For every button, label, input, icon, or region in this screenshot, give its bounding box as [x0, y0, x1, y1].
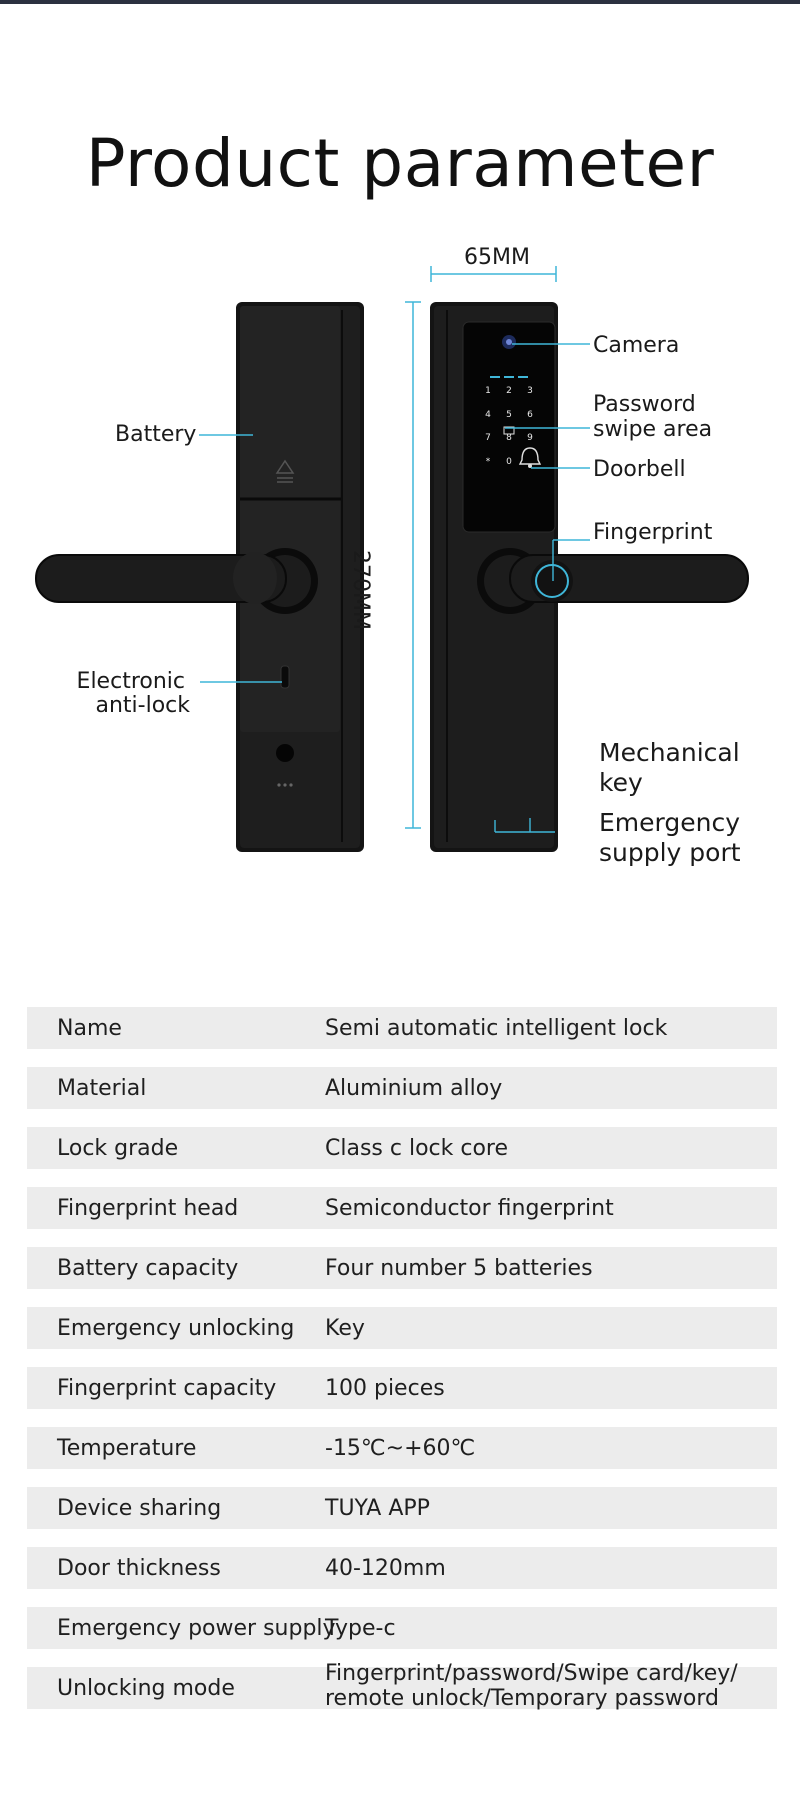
- param-name: Fingerprint head: [57, 1196, 239, 1221]
- mechanical-key-label-line1: Mechanical: [599, 738, 740, 767]
- param-value: Four number 5 batteries: [325, 1256, 593, 1281]
- page-title: Product parameter: [85, 125, 715, 202]
- param-name: Material: [57, 1076, 147, 1101]
- param-value: Type-c: [325, 1616, 396, 1641]
- camera-label: Camera: [593, 333, 680, 358]
- param-row: Battery capacity Four number 5 batteries: [27, 1247, 777, 1289]
- param-value: 40-120mm: [325, 1556, 446, 1581]
- product-diagram: 1 2 3 4 5 6 7 8 9 * 0: [0, 230, 800, 874]
- emergency-port-label-line1: Emergency: [599, 808, 741, 837]
- param-value-line2: remote unlock/Temporary password: [325, 1686, 719, 1711]
- emergency-port-label-line2: supply port: [599, 838, 741, 867]
- keypad-key-5: 5: [506, 410, 512, 420]
- front-unit: 1 2 3 4 5 6 7 8 9 * 0: [430, 302, 749, 852]
- doorbell-label: Doorbell: [593, 457, 686, 482]
- param-row: Door thickness 40-120mm: [27, 1547, 777, 1589]
- keypad-key-star: *: [486, 457, 491, 467]
- param-row: Fingerprint head Semiconductor fingerprin…: [27, 1187, 777, 1229]
- password-label-line1: Password: [593, 392, 696, 417]
- keypad-key-2: 2: [506, 386, 512, 396]
- param-name: Emergency power supply: [57, 1616, 336, 1641]
- param-value: TUYA APP: [325, 1496, 430, 1521]
- keypad-key-3: 3: [527, 386, 533, 396]
- param-name: Emergency unlocking: [57, 1316, 295, 1341]
- width-dimension-label: 65MM: [464, 245, 530, 270]
- param-row: Material Aluminium alloy: [27, 1067, 777, 1109]
- param-name: Name: [57, 1016, 122, 1041]
- height-dimension-label: 270MM: [348, 550, 373, 630]
- param-row: Fingerprint capacity 100 pieces: [27, 1367, 777, 1409]
- param-name: Battery capacity: [57, 1256, 239, 1281]
- param-row: Device sharing TUYA APP: [27, 1487, 777, 1529]
- back-unit: [35, 302, 364, 852]
- top-border: [0, 0, 800, 4]
- param-row: Unlocking mode Fingerprint/password/Swipe…: [27, 1661, 777, 1711]
- param-row: Emergency unlocking Key: [27, 1307, 777, 1349]
- param-value: Key: [325, 1316, 365, 1341]
- param-row: Name Semi automatic intelligent lock: [27, 1007, 777, 1049]
- keypad-key-0: 0: [506, 457, 512, 467]
- mechanical-key-label-line2: key: [599, 768, 643, 797]
- dimension-lines: [405, 266, 557, 829]
- electronic-anti-lock-label-line1: Electronic: [76, 669, 185, 694]
- param-name: Temperature: [57, 1436, 197, 1461]
- param-value: Semi automatic intelligent lock: [325, 1016, 668, 1041]
- param-name: Fingerprint capacity: [57, 1376, 277, 1401]
- keypad-key-6: 6: [527, 410, 533, 420]
- param-name: Lock grade: [57, 1136, 179, 1161]
- param-value: Fingerprint/password/Swipe card/key/: [325, 1661, 738, 1686]
- lock-illustration: 1 2 3 4 5 6 7 8 9 * 0: [35, 266, 749, 852]
- param-name: Device sharing: [57, 1496, 222, 1521]
- electronic-anti-lock-label-line2: anti-lock: [95, 693, 190, 718]
- keypad-key-9: 9: [527, 433, 533, 443]
- keypad-key-7: 7: [485, 433, 491, 443]
- param-name: Unlocking mode: [57, 1676, 235, 1701]
- keypad-key-4: 4: [485, 410, 491, 420]
- param-value: Aluminium alloy: [325, 1076, 503, 1101]
- param-row: Temperature -15℃~+60℃: [27, 1427, 777, 1469]
- param-name: Door thickness: [57, 1556, 221, 1581]
- param-row: Lock grade Class c lock core: [27, 1127, 777, 1169]
- keypad-key-1: 1: [485, 386, 491, 396]
- fingerprint-label: Fingerprint: [593, 520, 713, 545]
- battery-label: Battery: [115, 422, 197, 447]
- param-value: -15℃~+60℃: [325, 1436, 476, 1461]
- param-value: Semiconductor fingerprint: [325, 1196, 614, 1221]
- password-label-line2: swipe area: [593, 417, 713, 442]
- param-value: Class c lock core: [325, 1136, 509, 1161]
- leader-lines: [199, 343, 590, 833]
- keypad-key-8: 8: [506, 433, 512, 443]
- param-value: 100 pieces: [325, 1376, 445, 1401]
